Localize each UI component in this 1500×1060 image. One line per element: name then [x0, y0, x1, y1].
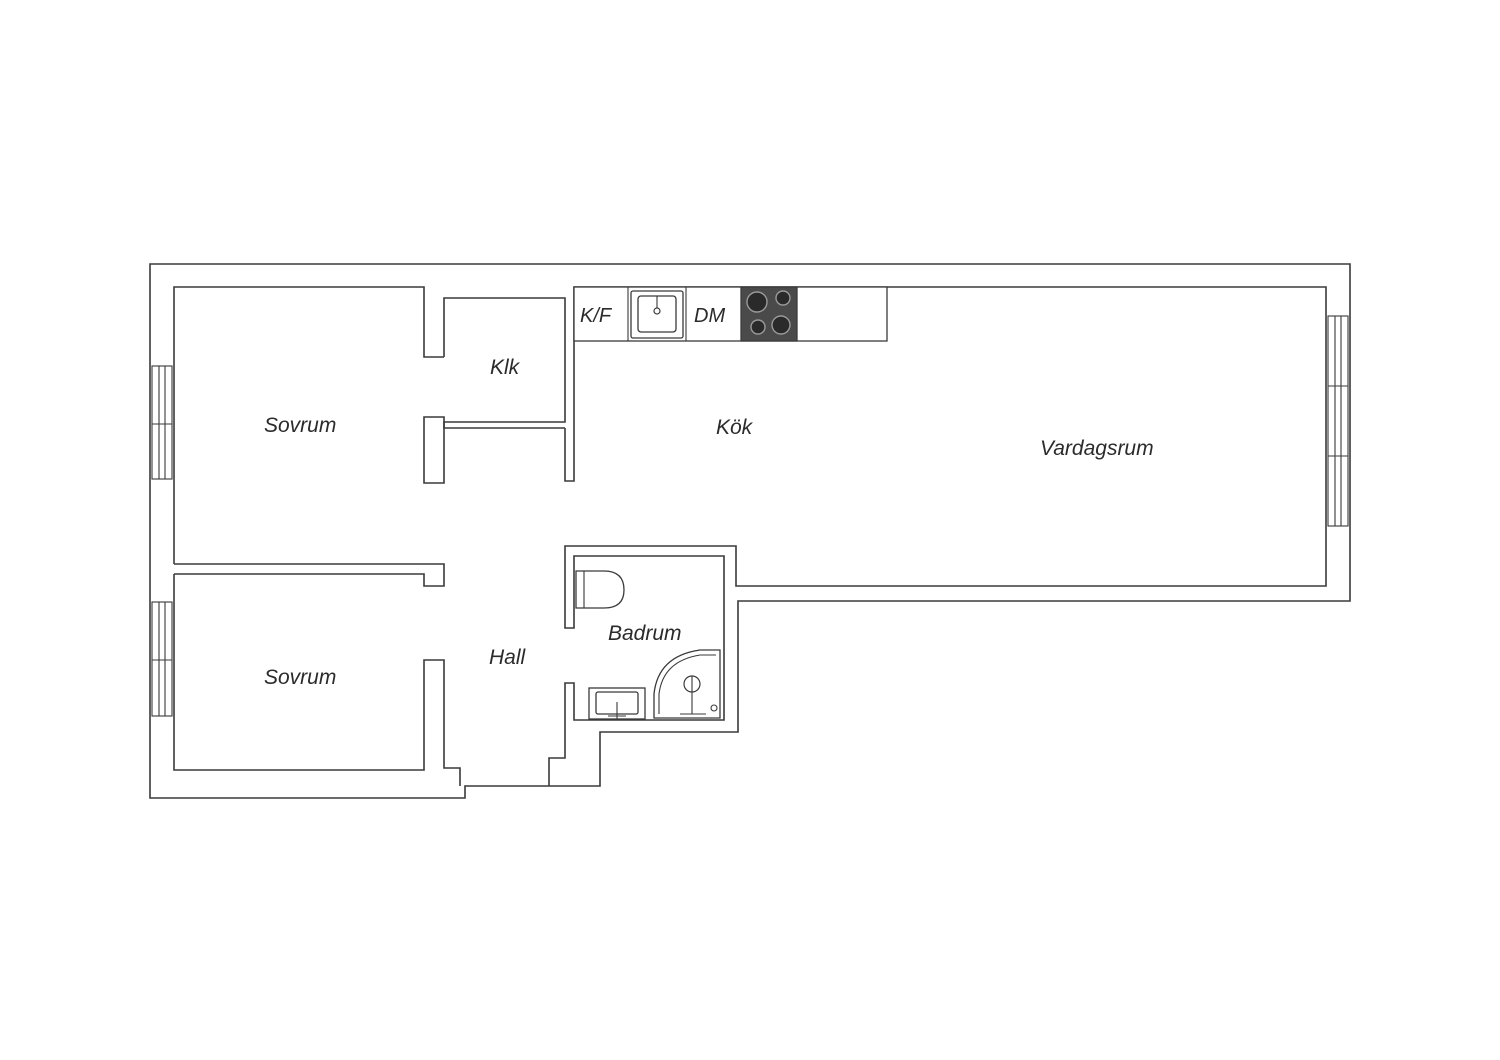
window-bedroom-bottom	[151, 601, 173, 717]
bedroom-divider	[174, 563, 445, 587]
room-label-hall: Hall	[489, 646, 527, 669]
windows	[151, 315, 1349, 717]
bedroom-top-wall	[173, 286, 444, 564]
bathroom-fixtures	[575, 570, 721, 720]
room-label-closet: Klk	[490, 356, 521, 379]
shower-icon	[653, 649, 721, 719]
room-label-bedroom-top: Sovrum	[264, 414, 336, 437]
stove-icon	[740, 286, 798, 342]
window-living-room	[1327, 315, 1349, 527]
bathroom-sink-icon	[588, 687, 646, 720]
toilet-icon	[575, 570, 625, 609]
inner-walls	[173, 286, 1327, 786]
fridge-freezer-label: K/F	[580, 305, 613, 327]
bedroom-bottom-wall	[173, 574, 461, 786]
kitchen-counter: K/F DM	[573, 286, 888, 342]
room-label-living-room: Vardagsrum	[1040, 437, 1154, 460]
window-bedroom-top	[151, 365, 173, 480]
counter-top	[573, 286, 888, 342]
kitchen-sink-icon	[630, 290, 684, 339]
dishwasher-label: DM	[694, 305, 725, 327]
room-labels: Sovrum Sovrum Klk Kök Vardagsrum Hall Ba…	[264, 356, 1154, 689]
outer-walls	[149, 263, 1351, 799]
closet-lower-wall	[423, 416, 445, 484]
outer-wall	[149, 263, 1351, 799]
room-label-bathroom: Badrum	[608, 622, 682, 645]
room-label-bedroom-bottom: Sovrum	[264, 666, 336, 689]
room-label-kitchen: Kök	[716, 416, 754, 439]
